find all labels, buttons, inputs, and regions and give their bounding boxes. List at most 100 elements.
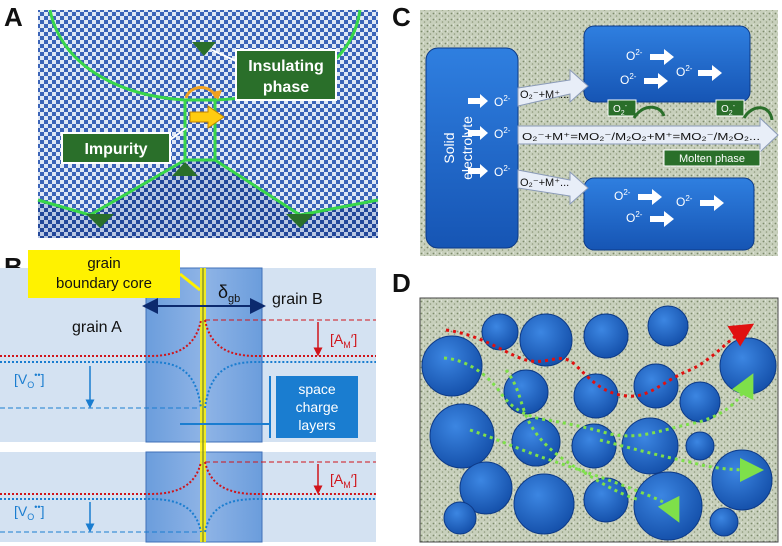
right-arrow-icon bbox=[468, 164, 488, 178]
right-arrow-icon bbox=[189, 105, 225, 129]
grain-blob bbox=[647, 305, 689, 347]
o2-label-box-left bbox=[607, 99, 637, 117]
impurity-pointer bbox=[169, 127, 187, 141]
triangle-marker-icon bbox=[286, 214, 314, 228]
channel-arrow-middle bbox=[517, 116, 779, 154]
panel-c-letter: C bbox=[392, 2, 411, 32]
insulating-label-line2: phase bbox=[263, 79, 309, 96]
panel-d-letter: D bbox=[392, 268, 411, 298]
conduction-path-red bbox=[445, 323, 755, 398]
grain-blob bbox=[429, 403, 495, 469]
triangle-marker-icon bbox=[86, 214, 114, 228]
impurity-label: Impurity bbox=[84, 141, 147, 158]
right-arrow-icon bbox=[700, 195, 724, 211]
o2-label: O2- bbox=[721, 103, 736, 117]
grain-boundary-left bbox=[37, 9, 187, 217]
right-arrow-icon bbox=[698, 65, 722, 81]
space-charge-label-box bbox=[276, 376, 358, 438]
ion-label: O2- bbox=[614, 188, 631, 203]
grain-blob bbox=[443, 501, 477, 535]
gb-core-line2: boundary core bbox=[56, 275, 152, 292]
panel-a: A Insulating phase Impurity bbox=[4, 2, 379, 238]
electrolyte-ions: O2- O2- O2- bbox=[468, 94, 511, 179]
grain-a-label: grain A bbox=[72, 319, 122, 336]
gb-core-label-box bbox=[28, 250, 180, 298]
grain-blob bbox=[481, 313, 519, 351]
insulating-phase-label-box bbox=[235, 49, 337, 101]
right-arrow-icon bbox=[650, 211, 674, 227]
ion-label: O2- bbox=[620, 72, 637, 87]
grain-blob bbox=[685, 431, 715, 461]
solid-electrolyte-block bbox=[425, 47, 519, 249]
grain-blob bbox=[709, 507, 739, 537]
ion-label: O2- bbox=[626, 48, 643, 63]
rotate-arrow-icon bbox=[632, 105, 666, 119]
panel-c: C Solid electrolyte O2- O2- O2- O₂⁻+M⁺..… bbox=[392, 2, 779, 256]
right-arrow-icon bbox=[644, 73, 668, 89]
reaction-middle: O₂⁻+M⁺=MO₂⁻/M₂O₂+M⁺=MO₂⁻/M₂O₂... bbox=[522, 131, 760, 143]
grain-blob bbox=[583, 477, 629, 523]
grain-blob bbox=[719, 337, 777, 395]
gb-core-line1: grain bbox=[87, 255, 120, 272]
grain-blob bbox=[511, 417, 561, 467]
space-charge-line1: space bbox=[298, 381, 336, 397]
reaction-bottom: O₂⁻+M⁺... bbox=[520, 177, 569, 189]
vo-profile-left-2 bbox=[0, 498, 202, 533]
vo-profile-right bbox=[204, 361, 376, 409]
reaction-top: O₂⁻+M⁺... bbox=[520, 89, 569, 101]
o2-label-box-right bbox=[715, 99, 745, 117]
channel-arrow-bottom bbox=[517, 169, 589, 206]
triangle-marker-icon bbox=[172, 162, 198, 176]
grain-blob bbox=[421, 335, 483, 397]
am-profile-left-2 bbox=[0, 461, 202, 495]
molten-phase-label: Molten phase bbox=[679, 153, 745, 165]
grain-b-label: grain B bbox=[272, 291, 323, 308]
grain-blob bbox=[583, 313, 629, 359]
right-arrow-icon bbox=[650, 49, 674, 65]
gb-core-pointer bbox=[179, 272, 201, 292]
ion-label: O2- bbox=[626, 210, 643, 225]
grain-blob bbox=[573, 373, 619, 419]
grain-blob bbox=[503, 369, 549, 415]
ion-label: O2- bbox=[494, 164, 511, 179]
triangle-marker-icon bbox=[192, 42, 216, 56]
insulating-pointer bbox=[211, 49, 239, 63]
conduction-path-green-4 bbox=[599, 438, 764, 482]
am-profile-right-2 bbox=[204, 461, 376, 495]
vo-label-2: [VO••] bbox=[14, 502, 44, 522]
solid-electrolyte-line1: Solid bbox=[441, 132, 457, 163]
grain-block-top bbox=[583, 25, 751, 103]
rotate-arrow-head bbox=[212, 90, 222, 100]
grain-ions: O2- O2- O2- O2- O2- O2- bbox=[614, 48, 724, 227]
grain-block-bottom bbox=[583, 177, 755, 251]
right-arrow-icon bbox=[638, 189, 662, 205]
ion-label: O2- bbox=[494, 94, 511, 109]
conduction-path-green-3 bbox=[504, 369, 641, 502]
space-charge-line2: charge bbox=[296, 399, 339, 415]
right-arrow-icon bbox=[468, 94, 488, 108]
insulating-label-line1: Insulating bbox=[248, 58, 324, 75]
panel-a-letter: A bbox=[4, 2, 23, 32]
panel-b: B grain boundary core δgb grain B grain … bbox=[0, 250, 376, 543]
grain-blob bbox=[711, 449, 773, 511]
grain-blob bbox=[621, 417, 679, 475]
right-arrow-icon bbox=[468, 126, 488, 140]
o2-label: O2- bbox=[613, 103, 628, 117]
grain-blob bbox=[633, 363, 679, 409]
am-label: [AM′] bbox=[330, 331, 357, 350]
ion-label: O2- bbox=[676, 64, 693, 79]
molten-phase-box bbox=[663, 149, 761, 167]
grain-blob bbox=[459, 461, 513, 515]
grain-blob bbox=[513, 473, 575, 535]
vo-label: [VO••] bbox=[14, 370, 44, 390]
space-charge-line3: layers bbox=[298, 417, 335, 433]
am-profile-right bbox=[204, 319, 376, 357]
ion-label: O2- bbox=[676, 194, 693, 209]
ion-label: O2- bbox=[494, 126, 511, 141]
grain-blob bbox=[571, 423, 617, 469]
am-label-2: [AM′] bbox=[330, 471, 357, 490]
rotate-arrow-icon bbox=[742, 106, 774, 121]
channel-arrow-top bbox=[517, 68, 589, 107]
grain-boundary-mid bbox=[185, 98, 215, 162]
